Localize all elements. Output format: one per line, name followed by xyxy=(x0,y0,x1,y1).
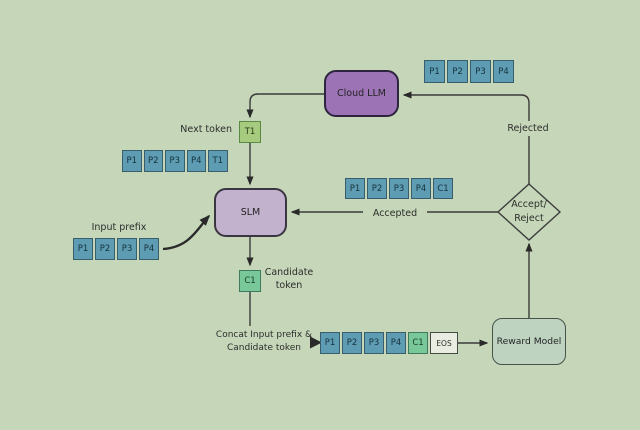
cloudllm-to-t1-connector xyxy=(246,93,324,119)
token-box: P2 xyxy=(95,238,115,260)
token-box: P3 xyxy=(165,150,185,172)
token-box: P4 xyxy=(411,178,431,199)
accepted-label: Accepted xyxy=(363,206,427,221)
token-row-concat: P1 P2 P3 P4 C1 EOS xyxy=(320,332,458,354)
token-box: P4 xyxy=(139,238,159,260)
candidate-token-box: C1 xyxy=(239,270,261,292)
concat-label: Concat Input prefix & Candidate token xyxy=(215,330,313,353)
accept-reject-label: Accept/ Reject xyxy=(511,199,547,224)
cloud-llm-node: Cloud LLM xyxy=(324,70,399,117)
slm-label: SLM xyxy=(240,207,261,218)
token-box: P4 xyxy=(493,60,514,83)
cloud-llm-label: Cloud LLM xyxy=(337,88,386,99)
inputprefix-to-slm-connector xyxy=(162,214,211,251)
candidate-token-label: Candidate token xyxy=(264,267,314,291)
token-box: P1 xyxy=(73,238,93,260)
token-box: P3 xyxy=(389,178,409,199)
token-box: P4 xyxy=(186,150,206,172)
token-box: P3 xyxy=(470,60,491,83)
token-box: P2 xyxy=(143,150,163,172)
token-box: P2 xyxy=(342,332,362,354)
slm-node: SLM xyxy=(214,188,287,237)
next-token-label: Next token xyxy=(180,124,232,135)
accept-reject-diamond xyxy=(496,183,562,241)
next-token-box: T1 xyxy=(239,121,261,143)
rejected-connector xyxy=(402,91,530,184)
token-box-eos: EOS xyxy=(430,332,458,354)
rejected-label: Rejected xyxy=(501,121,555,136)
token-box: P2 xyxy=(447,60,468,83)
concat-arrowhead xyxy=(310,336,322,349)
token-box: P2 xyxy=(367,178,387,199)
reward-model-label: Reward Model xyxy=(496,336,562,347)
token-box: C1 xyxy=(408,332,428,354)
token-box: P1 xyxy=(122,150,142,172)
input-prefix-label: Input prefix xyxy=(91,222,147,233)
token-box: C1 xyxy=(433,178,453,199)
token-box: T1 xyxy=(208,150,228,172)
token-box: P4 xyxy=(386,332,406,354)
token-box: P1 xyxy=(345,178,365,199)
token-box: P1 xyxy=(320,332,340,354)
token-row-next-token: P1 P2 P3 P4 T1 xyxy=(122,150,228,172)
token-row-input-prefix: P1 P2 P3 P4 xyxy=(73,238,159,260)
token-box: P3 xyxy=(117,238,137,260)
token-row-rejected: P1 P2 P3 P4 xyxy=(424,60,514,83)
token-row-accepted: P1 P2 P3 P4 C1 xyxy=(345,178,453,199)
reward-model-node: Reward Model xyxy=(492,318,566,365)
token-box: P1 xyxy=(424,60,445,83)
token-box: P3 xyxy=(364,332,384,354)
